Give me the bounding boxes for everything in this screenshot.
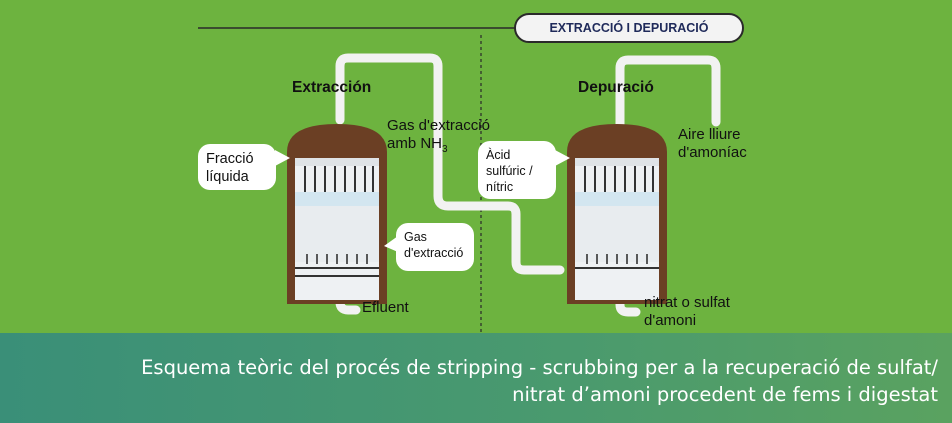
gas-out-subscript: 3 xyxy=(442,144,448,155)
gas-out-line2: amb NH xyxy=(387,135,443,152)
liquid-fraction-line1: Fracció xyxy=(206,151,254,167)
caption-line2: nitrat d’amoni procedent de fems i diges… xyxy=(512,383,938,406)
gas-in-line1: Gas xyxy=(404,230,427,244)
bubble-tail-acid xyxy=(555,150,570,166)
gas-out-line1: Gas d'extracció xyxy=(387,117,490,134)
ammonium-output-pipe xyxy=(615,287,641,317)
figure-caption: Esquema teòric del procés de stripping -… xyxy=(38,354,938,408)
extraction-top-pipe xyxy=(335,53,443,127)
extraction-gas-bubble: Gas d'extracció xyxy=(396,223,474,271)
depuration-title: Depuració xyxy=(578,79,654,96)
air-line2: d'amoníac xyxy=(678,144,747,161)
ammonia-free-air-label: Aire lliure d'amoníac xyxy=(678,126,747,162)
effluent-label: Efluent xyxy=(362,299,409,316)
extraction-title: Extracción xyxy=(292,79,372,96)
extraction-tank xyxy=(287,124,387,304)
gas-in-line2: d'extracció xyxy=(404,246,464,260)
gas-transfer-pipe xyxy=(433,117,565,275)
pipes xyxy=(335,53,721,317)
acid-bubble: Àcid sulfúric / nítric xyxy=(478,141,556,199)
extraction-gas-out-label: Gas d'extracció amb NH3 xyxy=(387,117,490,159)
depuration-tank xyxy=(567,124,667,304)
acid-line1: Àcid xyxy=(486,148,511,162)
bubble-tail-fraction xyxy=(275,150,290,166)
ammonium-output-label: nitrat o sulfat d'amoni xyxy=(644,294,730,330)
liquid-fraction-bubble: Fracció líquida xyxy=(198,144,276,190)
acid-line2: sulfúric / xyxy=(486,164,533,178)
depuration-top-pipe xyxy=(615,55,721,129)
liquid-fraction-line2: líquida xyxy=(206,169,249,185)
section-header: EXTRACCIÓ I DEPURACIÓ xyxy=(514,13,744,43)
output-line2: d'amoni xyxy=(644,312,697,329)
caption-band xyxy=(0,333,952,423)
caption-line1: Esquema teòric del procés de stripping -… xyxy=(141,356,938,379)
air-line1: Aire lliure xyxy=(678,126,741,143)
acid-line3: nítric xyxy=(486,180,514,194)
bubble-tail-gas xyxy=(384,236,398,252)
output-line1: nitrat o sulfat xyxy=(644,294,730,311)
